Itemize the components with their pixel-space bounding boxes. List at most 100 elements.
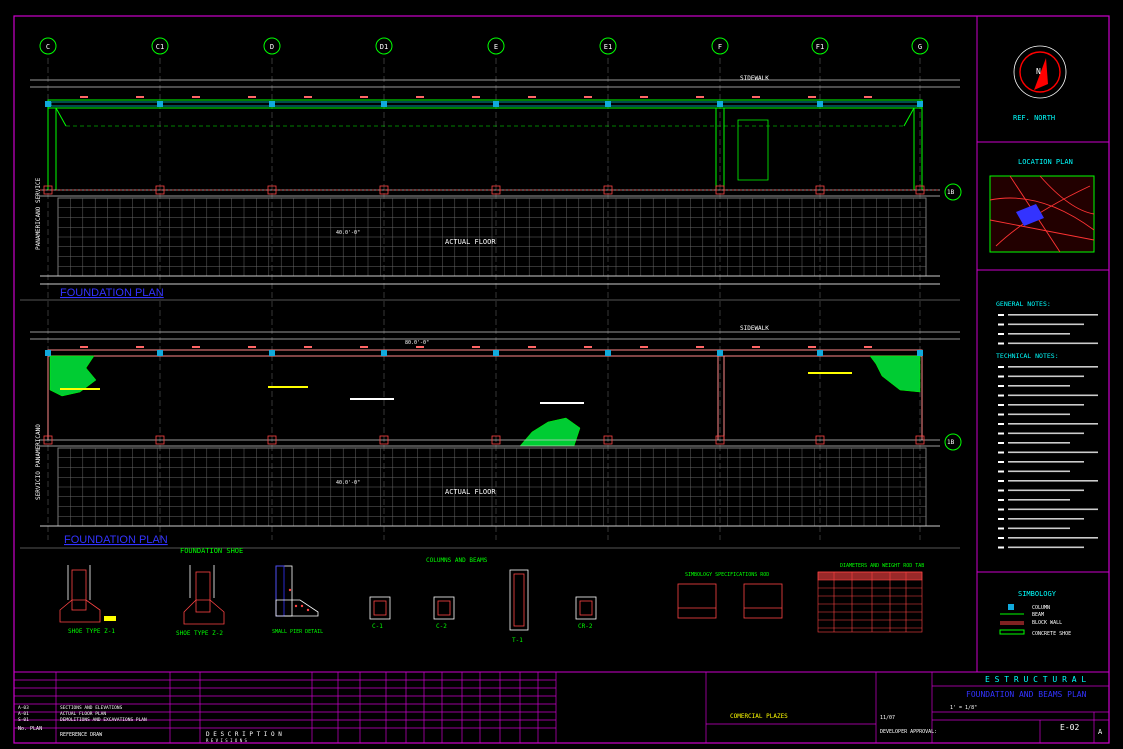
general-notes-title: GENERAL NOTES: <box>996 300 1051 308</box>
grid-bubble <box>39 37 57 55</box>
no-plan-header: No. PLAN <box>18 726 42 732</box>
scale-value: 1' = 1/8" <box>950 705 977 711</box>
legend-block-wall: BLOCK WALL <box>1032 620 1062 626</box>
grid-axis-label: F <box>718 43 722 51</box>
foundation-plan-1 <box>20 79 960 301</box>
grid-bubble <box>487 37 505 55</box>
footing-marker <box>915 435 925 445</box>
row-bubble <box>944 433 962 451</box>
sidewalk-label-2: SIDEWALK <box>740 325 769 332</box>
sidewalk-label-1: SIDEWALK <box>740 75 769 82</box>
rod-table-title: DIAMETERS AND WEIGHT ROD TAB <box>840 563 924 569</box>
footing-marker <box>715 185 725 195</box>
column-marker <box>605 350 611 356</box>
legend-column: COLUMN <box>1032 605 1050 611</box>
grid-bubble <box>599 37 617 55</box>
grid-bubble <box>263 37 281 55</box>
dimension-top-2: 80.0'-0" <box>405 340 429 346</box>
footing-marker <box>815 185 825 195</box>
grid-axis-label: F1 <box>816 43 824 51</box>
footing-marker <box>603 435 613 445</box>
rod-table <box>817 571 923 633</box>
actual-floor-label-1: ACTUAL FLOOR <box>445 238 496 246</box>
title-block <box>14 672 1109 743</box>
ref-row-3-desc: DEMOLITIONS AND EXCAVATIONS PLAN <box>60 717 147 723</box>
row-bubble <box>944 183 962 201</box>
dimension-label-2: 40.0'-0" <box>336 480 360 486</box>
column-marker <box>493 101 499 107</box>
column-marker <box>717 101 723 107</box>
column-marker <box>493 350 499 356</box>
column-marker <box>917 101 923 107</box>
columns-beams-title: COLUMNS AND BEAMS <box>426 557 488 564</box>
footing-marker <box>155 185 165 195</box>
plan-title-2: FOUNDATION PLAN <box>64 534 168 546</box>
column-marker <box>381 101 387 107</box>
footing-marker <box>43 185 53 195</box>
plan-title-1: FOUNDATION PLAN <box>60 287 164 299</box>
grid-axis-label: D <box>270 43 274 51</box>
shoe-details <box>59 565 319 625</box>
footing-marker <box>915 185 925 195</box>
column-marker <box>269 350 275 356</box>
footing-marker <box>379 435 389 445</box>
ref-row-1-no: A-03 <box>18 705 29 711</box>
grid-axis-label: C1 <box>156 43 164 51</box>
ref-row-2-no: A-01 <box>18 711 29 717</box>
column-marker <box>381 350 387 356</box>
grid-bubble <box>151 37 169 55</box>
actual-floor-label-2: ACTUAL FLOOR <box>445 488 496 496</box>
discipline-label: E S T R U C T U R A L <box>985 675 1086 684</box>
grid-axis-label: E1 <box>604 43 612 51</box>
grid-bubble <box>911 37 929 55</box>
approval-label: DEVELOPER APPROVAL: <box>880 729 937 735</box>
simbology-spec-title: SIMBOLOGY SPECIFICATIONS ROD <box>685 572 769 578</box>
column-marker <box>605 101 611 107</box>
rod-spec-boxes <box>677 583 783 619</box>
footing-marker <box>379 185 389 195</box>
column-marker <box>269 101 275 107</box>
footing-marker <box>491 185 501 195</box>
column-marker <box>717 350 723 356</box>
column-marker <box>817 101 823 107</box>
revision-letter: A <box>1098 728 1103 736</box>
footing-marker <box>267 435 277 445</box>
footing-marker <box>43 435 53 445</box>
reference-header: REFERENCE DRAW <box>60 732 103 738</box>
column-marker <box>157 101 163 107</box>
dimension-label-1: 40.0'-0" <box>336 230 360 236</box>
ref-row-2-desc: ACTUAL FLOOR PLAN <box>60 711 106 717</box>
simbology-legend <box>999 604 1025 635</box>
row-axis-1: 1B <box>947 189 955 196</box>
c1-label: C-1 <box>372 623 383 630</box>
t1-label: T-1 <box>512 637 523 644</box>
column-sections <box>369 569 597 631</box>
legend-concrete-shoe: CONCRETE SHOE <box>1032 631 1071 637</box>
footing-marker <box>815 435 825 445</box>
grid-bubble <box>375 37 393 55</box>
foundation-shoe-title: FOUNDATION SHOE <box>180 547 243 555</box>
footing-marker <box>603 185 613 195</box>
grid-axis-label: C <box>46 43 50 51</box>
grid-bubble <box>711 37 729 55</box>
footing-marker <box>267 185 277 195</box>
project-name: COMERCIAL PLAZES <box>730 713 788 720</box>
footing-marker <box>491 435 501 445</box>
pier-detail-label: SMALL PIER DETAIL <box>272 629 323 635</box>
shoe-z1-label: SHOE TYPE Z-1 <box>68 628 115 635</box>
grid-bubble <box>811 37 829 55</box>
shoe-z2-label: SHOE TYPE Z-2 <box>176 630 223 637</box>
sheet-number: E-02 <box>1060 723 1079 732</box>
column-marker <box>157 350 163 356</box>
column-marker <box>817 350 823 356</box>
column-marker <box>45 101 51 107</box>
footing-marker <box>155 435 165 445</box>
ref-north-label: REF. NORTH <box>1013 114 1055 122</box>
revisions-header: R E V I S I O N S <box>206 738 248 743</box>
location-plan-map <box>989 175 1095 253</box>
side-road-label-2: SERVICIO PANAMERICANO <box>35 424 42 500</box>
simbology-title: SIMBOLOGY <box>1018 590 1057 598</box>
sheet-border <box>13 15 1110 744</box>
